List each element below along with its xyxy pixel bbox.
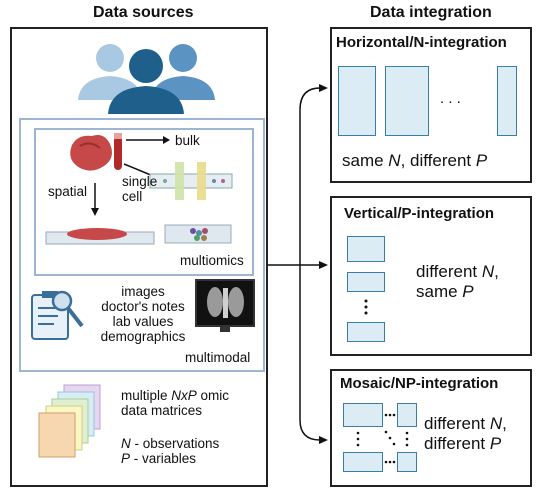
patient-data-frame: [19, 118, 265, 372]
mosaic-title: Mosaic/NP-integration: [340, 375, 499, 392]
matrix-rect: [397, 403, 417, 427]
data-sources-title: Data sources: [93, 4, 194, 21]
vertical-caption: different N, same P: [416, 262, 499, 301]
multiomics-slide-icon: [164, 224, 232, 244]
test-tube-icon: [114, 133, 122, 170]
matrices-legend: N - observations P - variables: [121, 436, 220, 466]
spatial-slide-icon: [45, 228, 155, 245]
matrix-rect: [343, 452, 383, 472]
clinical-list: images doctor's notes lab values demogra…: [99, 284, 187, 344]
xray-monitor-icon: [195, 279, 255, 332]
tissue-icon: [70, 135, 112, 171]
matrix-rect: [343, 403, 383, 427]
matrices-description: multiple NxP omic data matrices: [121, 388, 230, 418]
multiomics-label: multiomics: [180, 253, 244, 268]
matrix-rect: [497, 66, 517, 136]
single-cell-chip-icon: [149, 162, 233, 200]
data-integration-title: Data integration: [370, 4, 492, 21]
horizontal-caption: same N, different P: [342, 151, 488, 170]
matrix-rect: [347, 322, 385, 342]
mosaic-caption: different N, different P: [424, 414, 507, 453]
spatial-label: spatial: [48, 184, 88, 199]
vertical-title: Vertical/P-integration: [344, 205, 495, 222]
tissue-frame: [34, 128, 254, 276]
matrix-rect: [347, 236, 385, 262]
bulk-label: bulk: [175, 133, 200, 148]
clinical-item-images: images: [121, 284, 165, 299]
clinical-item-notes: doctor's notes: [101, 299, 185, 314]
single-cell-label: single cell: [122, 174, 158, 204]
magnifier-icon: [51, 290, 84, 328]
multimodal-label: multimodal: [185, 350, 251, 365]
matrix-rect: [385, 66, 429, 136]
ellipsis: . . .: [440, 90, 461, 107]
matrix-rect: [347, 272, 385, 292]
horizontal-title: Horizontal/N-integration: [336, 34, 507, 51]
matrix-rect: [338, 66, 376, 136]
matrix-rect: [397, 452, 417, 472]
clinical-item-lab: lab values: [112, 314, 174, 329]
clinical-item-demographics: demographics: [100, 329, 186, 344]
